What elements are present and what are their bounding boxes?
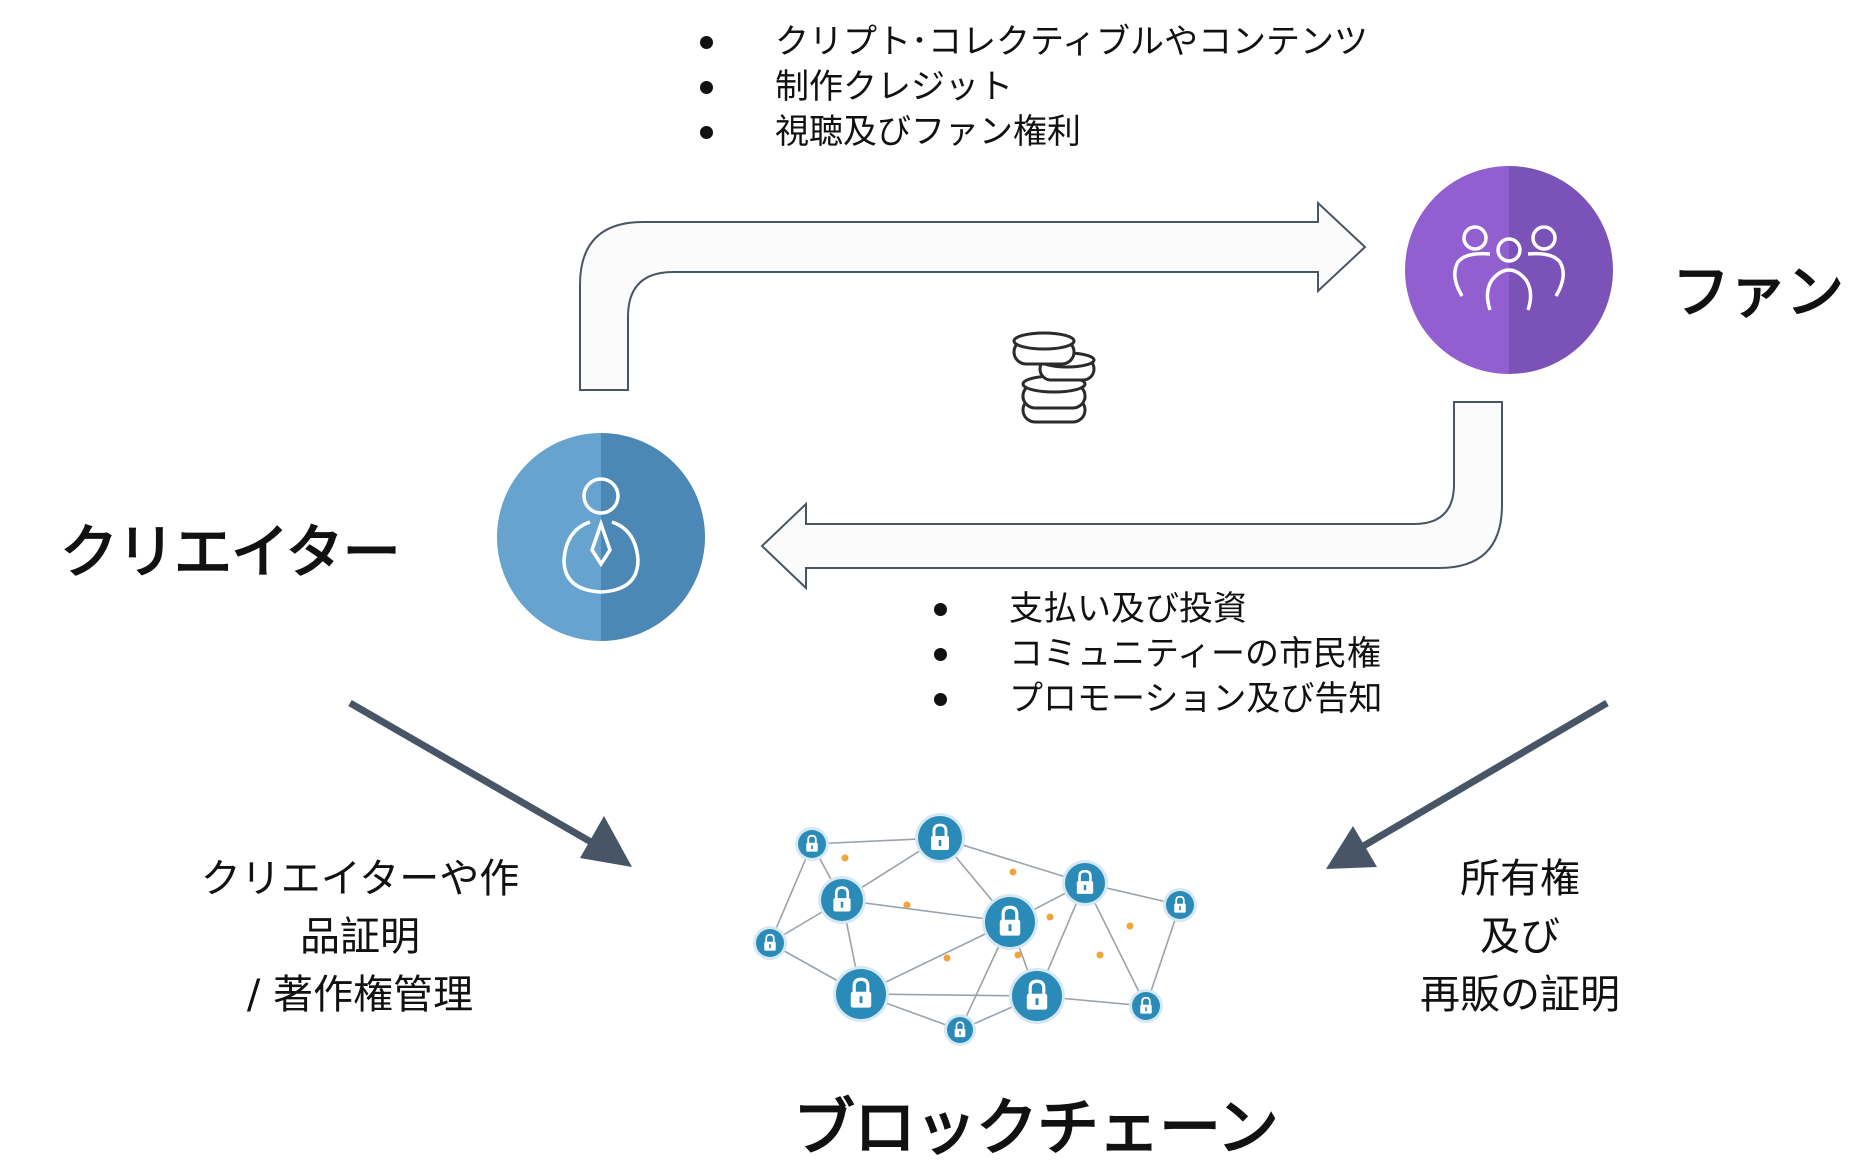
- group-people-icon: [1453, 225, 1565, 311]
- lock-shackle: [852, 977, 870, 993]
- creator-proof-line: 品証明: [300, 914, 420, 960]
- arrow-fan-to-blockchain: [1326, 699, 1609, 869]
- network-junction-dot: [943, 954, 951, 962]
- flow-arrow-fan-to-creator: [760, 401, 1503, 591]
- network-link: [939, 837, 1086, 884]
- lock-keyhole: [1008, 924, 1012, 932]
- bullet-dot: [700, 126, 713, 139]
- creator-label: クリエイター: [60, 518, 401, 586]
- lock-keyhole: [1035, 998, 1039, 1006]
- creator-person-icon: [562, 477, 640, 594]
- lock-node: [795, 827, 829, 861]
- lock-keyhole: [959, 1031, 961, 1035]
- bullet-dot: [700, 81, 713, 94]
- ownership-proof-text: 所有権 及び 再販の証明: [1330, 850, 1710, 1024]
- bottom-flow-list: 支払い及び投資 コミュニティーの市民権 プロモーション及び告知: [934, 587, 1382, 722]
- network-link: [860, 993, 1038, 997]
- list-item: 支払い及び投資: [934, 587, 1382, 632]
- list-item: プロモーション及び告知: [934, 677, 1382, 722]
- lock-shackle: [834, 886, 850, 900]
- ownership-proof-line: 所有権: [1460, 856, 1580, 902]
- ownership-proof-line: 及び: [1480, 914, 1560, 960]
- creator-proof-text: クリエイターや作 品証明 / 著作権管理: [150, 850, 570, 1024]
- network-junction-dot: [841, 854, 849, 862]
- list-item-text: コミュニティーの市民権: [1009, 634, 1381, 674]
- list-item: クリプト･コレクティブルやコンテンツ: [700, 20, 1368, 65]
- network-junction-dot: [1009, 868, 1017, 876]
- lock-network-icon: [753, 813, 1197, 1046]
- network-link: [1145, 904, 1181, 1007]
- lock-node: [982, 894, 1038, 950]
- lock-shackle: [1078, 869, 1092, 883]
- list-item-text: 視聴及びファン権利: [775, 112, 1081, 152]
- network-link: [841, 899, 1011, 923]
- bullet-dot: [934, 648, 947, 661]
- list-item-text: クリプト･コレクティブルやコンテンツ: [775, 22, 1368, 62]
- lock-node: [944, 1014, 976, 1046]
- coin-stack-icon: [1012, 331, 1096, 424]
- lock-keyhole: [1083, 884, 1087, 891]
- list-item: コミュニティーの市民権: [934, 632, 1382, 677]
- lock-node: [1062, 860, 1108, 906]
- lock-keyhole: [840, 901, 844, 908]
- creator-proof-line: クリエイターや作: [200, 856, 520, 902]
- lock-node: [833, 966, 889, 1022]
- list-item: 視聴及びファン権利: [700, 110, 1368, 155]
- lock-shackle: [932, 823, 948, 837]
- lock-keyhole: [859, 996, 863, 1004]
- lock-node: [1129, 989, 1163, 1023]
- fan-node: [1405, 166, 1613, 374]
- creator-node: [497, 433, 705, 641]
- lock-shackle: [1141, 996, 1151, 1006]
- network-junction-dot: [1014, 951, 1022, 959]
- lock-keyhole: [1179, 906, 1181, 911]
- lock-node: [818, 876, 866, 924]
- creator-proof-line: / 著作権管理: [246, 972, 474, 1018]
- top-flow-list: クリプト･コレクティブルやコンテンツ 制作クレジット 視聴及びファン権利: [700, 20, 1368, 155]
- lock-node: [1163, 888, 1197, 922]
- bullet-dot: [934, 603, 947, 616]
- lock-keyhole: [938, 840, 942, 846]
- lock-shackle: [1028, 979, 1046, 995]
- list-item-text: 支払い及び投資: [1009, 589, 1247, 629]
- list-item-text: プロモーション及び告知: [1009, 679, 1383, 719]
- lock-keyhole: [811, 845, 813, 850]
- arrow-creator-to-blockchain: [348, 699, 632, 867]
- flow-arrow-creator-to-fan: [579, 200, 1367, 391]
- lock-shackle: [955, 1021, 965, 1030]
- lock-shackle: [765, 933, 775, 943]
- lock-node: [1009, 968, 1065, 1024]
- lock-node: [915, 813, 965, 863]
- list-item: 制作クレジット: [700, 65, 1368, 110]
- lock-shackle: [807, 834, 817, 844]
- lock-keyhole: [1145, 1007, 1147, 1012]
- network-junction-dot: [1096, 951, 1104, 959]
- bullet-dot: [700, 36, 713, 49]
- network-link: [769, 843, 813, 944]
- network-junction-dot: [1046, 913, 1054, 921]
- network-junction-dot: [903, 901, 911, 909]
- blockchain-label: ブロックチェーン: [793, 1091, 1279, 1164]
- list-item-text: 制作クレジット: [775, 67, 1013, 107]
- lock-shackle: [1175, 895, 1185, 905]
- ownership-proof-line: 再販の証明: [1420, 972, 1620, 1018]
- lock-keyhole: [769, 944, 771, 949]
- network-junction-dot: [1126, 922, 1134, 930]
- lock-node: [753, 926, 787, 960]
- lock-shackle: [1001, 905, 1019, 921]
- fan-label: ファン: [1672, 258, 1844, 326]
- bullet-dot: [934, 693, 947, 706]
